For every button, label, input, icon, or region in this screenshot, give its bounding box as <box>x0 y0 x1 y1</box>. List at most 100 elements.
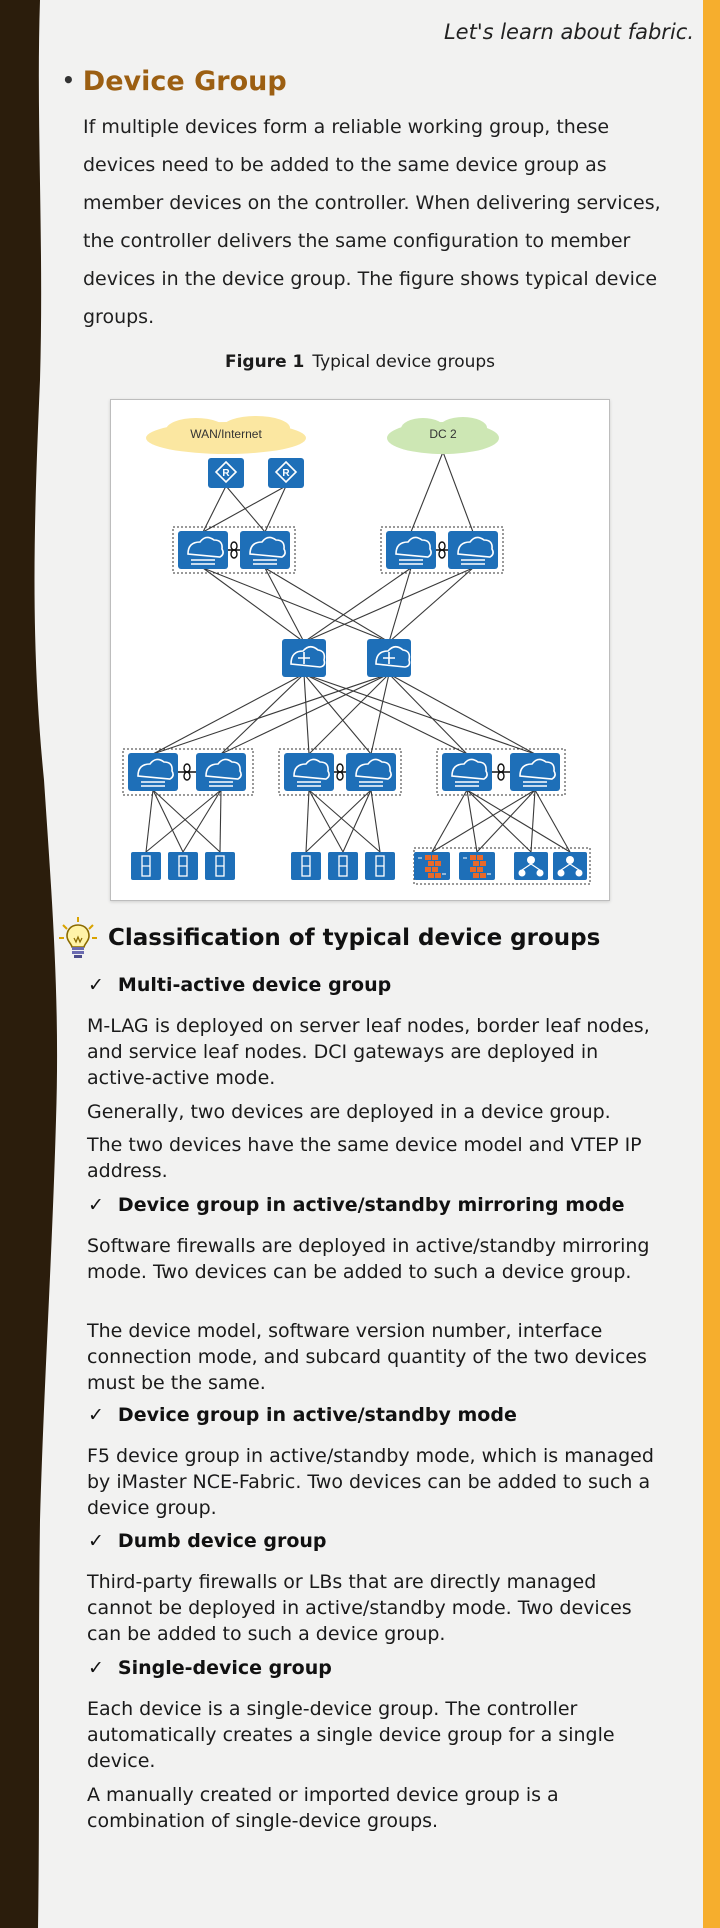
diagram-link <box>466 789 478 853</box>
diagram-link <box>305 789 372 853</box>
spine-switch-icon <box>282 639 326 677</box>
diagram-link <box>308 673 390 755</box>
diagram-links <box>145 451 571 853</box>
item-title-multi-active: ✓Multi-active device group <box>88 974 392 996</box>
diagram-link <box>466 789 532 853</box>
check-icon: ✓ <box>88 974 104 996</box>
classification-heading-text: Classification of typical device groups <box>108 925 601 951</box>
left-decorative-band <box>0 0 58 1928</box>
diagram-link <box>152 789 184 853</box>
item-title-single-device: ✓Single-device group <box>88 1657 332 1679</box>
diagram-link <box>431 789 468 853</box>
check-icon: ✓ <box>88 1194 104 1216</box>
item-paragraph: F5 device group in active/standby mode, … <box>87 1445 654 1519</box>
classification-heading: Classification of typical device groups <box>58 916 600 960</box>
router-icon: R <box>208 458 244 488</box>
device-group-box <box>122 748 254 796</box>
dc2-cloud-label: DC 2 <box>429 427 457 441</box>
item-paragraph: The two devices have the same device mod… <box>87 1134 642 1182</box>
diagram-link <box>308 789 381 853</box>
router-icon: R <box>268 458 304 488</box>
diagram-link <box>220 673 305 755</box>
load-balancer-icon <box>514 852 548 880</box>
border-leaf-icon <box>448 531 498 569</box>
diagram-link <box>264 485 287 533</box>
leaf-switch-icon <box>510 753 560 791</box>
item-title-dumb: ✓Dumb device group <box>88 1530 327 1552</box>
firewall-icon <box>459 852 495 880</box>
server-icon <box>131 852 161 880</box>
server-icon <box>168 852 198 880</box>
diagram-link <box>370 673 390 755</box>
server-icon <box>365 852 395 880</box>
diagram-link <box>303 673 468 755</box>
item-paragraph: The device model, software version numbe… <box>87 1320 647 1394</box>
section-title: • Device Group <box>62 66 287 97</box>
diagram-link <box>202 485 287 533</box>
firewall-icon <box>414 852 450 880</box>
section-title-text: Device Group <box>82 66 287 97</box>
load-balancer-icon <box>553 852 587 880</box>
diagram-link <box>370 789 381 853</box>
diagram-link <box>303 567 412 643</box>
server-icon <box>205 852 235 880</box>
check-icon: ✓ <box>88 1404 104 1426</box>
header-tagline: Let's learn about fabric. <box>443 20 694 44</box>
check-icon: ✓ <box>88 1657 104 1679</box>
diagram-link <box>388 673 536 755</box>
diagram-link <box>303 567 474 643</box>
diagram-link <box>388 567 474 643</box>
border-leaf-icon <box>386 531 436 569</box>
diagram-link <box>145 789 222 853</box>
item-paragraph: A manually created or imported device gr… <box>87 1784 559 1832</box>
item-paragraph: Each device is a single-device group. Th… <box>87 1698 615 1772</box>
diagram-link <box>202 567 390 643</box>
svg-text:R: R <box>222 468 230 479</box>
diagram-link <box>202 567 305 643</box>
diagram-link <box>152 673 305 755</box>
diagram-link <box>303 673 310 755</box>
diagram-link <box>145 789 154 853</box>
diagram-link <box>308 789 344 853</box>
svg-text:R: R <box>282 468 290 479</box>
diagram-link <box>182 789 222 853</box>
intro-paragraph: If multiple devices form a reliable work… <box>83 116 661 328</box>
diagram-link <box>431 789 536 853</box>
device-group-box <box>436 748 566 796</box>
leaf-switch-icon <box>196 753 246 791</box>
diagram-link <box>442 451 474 533</box>
diagram-link <box>264 567 305 643</box>
diagram-link <box>264 567 390 643</box>
diagram-link <box>219 789 222 853</box>
right-decorative-band <box>703 0 720 1928</box>
diagram-link <box>388 673 468 755</box>
diagram-link <box>534 789 571 853</box>
device-group-box <box>380 526 504 574</box>
diagram-link <box>303 673 536 755</box>
leaf-switch-icon <box>442 753 492 791</box>
item-title-active-standby-mirroring: ✓Device group in active/standby mirrorin… <box>88 1194 625 1216</box>
title-bullet: • <box>62 68 75 92</box>
check-icon: ✓ <box>88 1530 104 1552</box>
figure-caption-text: Typical device groups <box>312 352 496 372</box>
leaf-switch-icon <box>284 753 334 791</box>
leaf-switch-icon <box>128 753 178 791</box>
diagram-link <box>220 673 390 755</box>
wan-cloud: WAN/Internet <box>146 416 306 454</box>
diagram-link <box>305 789 310 853</box>
item-title-active-standby: ✓Device group in active/standby mode <box>88 1404 517 1426</box>
diagram-link <box>202 485 227 533</box>
diagram-link <box>388 567 412 643</box>
diagram-link <box>342 789 372 853</box>
server-icon <box>291 852 321 880</box>
dc2-cloud: DC 2 <box>387 417 499 454</box>
item-paragraph: Generally, two devices are deployed in a… <box>87 1101 611 1123</box>
item-paragraph: M-LAG is deployed on server leaf nodes, … <box>87 1015 650 1089</box>
border-leaf-icon <box>178 531 228 569</box>
diagram-link <box>530 789 536 853</box>
diagram-group-boxes <box>122 526 591 885</box>
